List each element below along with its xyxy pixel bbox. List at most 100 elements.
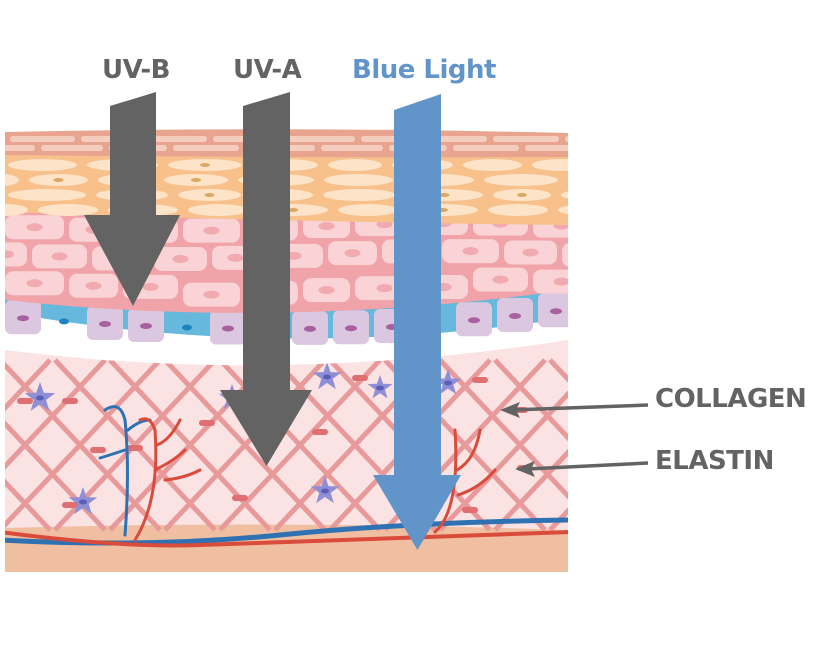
uvb-label: UV-B (102, 55, 170, 85)
fibroblast-nucleus (79, 499, 87, 505)
granular-nucleus (288, 208, 298, 212)
granular-cell (5, 174, 19, 186)
collagen-pointer-line (511, 403, 649, 412)
granular-cell (532, 159, 568, 171)
granular-cell (561, 191, 568, 199)
spinous-nucleus (51, 252, 68, 261)
granular-nucleus (439, 193, 450, 197)
fiber-knot (472, 377, 488, 383)
fibroblast-nucleus (376, 385, 384, 391)
corneum-cell (525, 145, 568, 151)
artery-branch (433, 428, 497, 534)
spinous-nucleus (26, 279, 43, 288)
granular-cell (338, 204, 398, 216)
granular-nucleus (191, 178, 201, 182)
ray-arrows (84, 92, 461, 550)
collagen-pointer-head (500, 402, 520, 418)
granular-cell (8, 189, 86, 201)
granular-cell (463, 159, 522, 171)
basal-nucleus (140, 323, 152, 330)
collagen-fiber (438, 390, 568, 532)
spinous-nucleus (462, 247, 479, 256)
collagen-fiber (493, 358, 568, 442)
corneum-cell (285, 136, 355, 142)
granular-cell (488, 204, 548, 216)
fibroblast-nucleus (36, 395, 44, 401)
fiber-knot (90, 447, 106, 453)
fiber-knot (62, 502, 78, 508)
spinous-nucleus (5, 250, 14, 259)
granular-cell (5, 204, 28, 216)
corneum-cell (173, 145, 239, 151)
spinous-nucleus (522, 248, 539, 257)
elastin-pointer-line (526, 461, 649, 471)
basal-nucleus (509, 313, 521, 320)
fibroblast-nucleus (321, 488, 329, 494)
basal-nucleus (222, 325, 234, 332)
spinous-nucleus (492, 275, 509, 284)
corneum-cell (41, 145, 103, 151)
granular-cell (38, 204, 98, 216)
spinous-nucleus (578, 251, 594, 259)
granular-cell (328, 159, 382, 171)
corneum-cell (321, 145, 383, 151)
spinous-cell (5, 242, 27, 267)
uva-arrow (220, 92, 312, 466)
basal-nucleus (99, 320, 111, 327)
spinous-nucleus (318, 286, 335, 295)
artery (5, 530, 568, 548)
fiber-knot (127, 445, 143, 451)
fiber-knot (62, 398, 78, 404)
granular-cell (568, 174, 634, 186)
collagen-label: COLLAGEN (655, 384, 807, 414)
blood-vessels (5, 405, 568, 548)
granular-cell (324, 174, 393, 186)
granular-nucleus (588, 208, 598, 212)
basal-nucleus (345, 325, 357, 332)
granular-cell (323, 189, 396, 201)
fibroblast-nucleus (323, 374, 331, 380)
corneum-cell (453, 145, 519, 151)
basal-nucleus (304, 325, 316, 332)
spinous-nucleus (344, 249, 361, 258)
spinous-cell (562, 243, 568, 267)
artery-branch (133, 417, 202, 542)
callout-arrows (500, 402, 649, 477)
corneum-cell (149, 136, 207, 142)
spinous-nucleus (203, 226, 220, 235)
granular-cell (8, 159, 77, 171)
spinous-nucleus (227, 253, 244, 262)
blue-light-arrow (373, 94, 461, 550)
granular-nucleus (517, 193, 527, 197)
basal-nucleus (17, 315, 29, 322)
granular-cell (188, 204, 248, 216)
corneum-cell (429, 136, 487, 142)
blue-light-label: Blue Light (352, 55, 496, 85)
uvb-arrow (84, 92, 180, 306)
melanocyte-nucleus (182, 324, 192, 331)
granular-cell (558, 205, 568, 215)
spinous-nucleus (142, 282, 159, 291)
melanocyte-nucleus (59, 318, 69, 325)
elastin-label: ELASTIN (655, 446, 774, 476)
spinous-nucleus (553, 277, 568, 286)
granular-cell (484, 174, 558, 186)
corneum-cell (565, 136, 568, 142)
uva-label: UV-A (233, 55, 302, 85)
spinous-nucleus (376, 284, 393, 293)
fiber-knot (462, 507, 478, 513)
fiber-knot (17, 398, 33, 404)
fiber-knot (232, 495, 248, 501)
elastin-pointer-head (515, 461, 535, 477)
spinous-nucleus (172, 254, 189, 263)
basal-nucleus (550, 308, 562, 315)
basal-nucleus (468, 317, 480, 324)
spinous-nucleus (203, 290, 220, 299)
spinous-nucleus (85, 281, 102, 290)
spinous-nucleus (318, 222, 335, 231)
fibroblast-nucleus (444, 380, 452, 386)
spinous-cell (533, 269, 568, 294)
corneum-cell (493, 136, 559, 142)
fiber-knot (352, 375, 368, 381)
granular-nucleus (204, 193, 215, 197)
